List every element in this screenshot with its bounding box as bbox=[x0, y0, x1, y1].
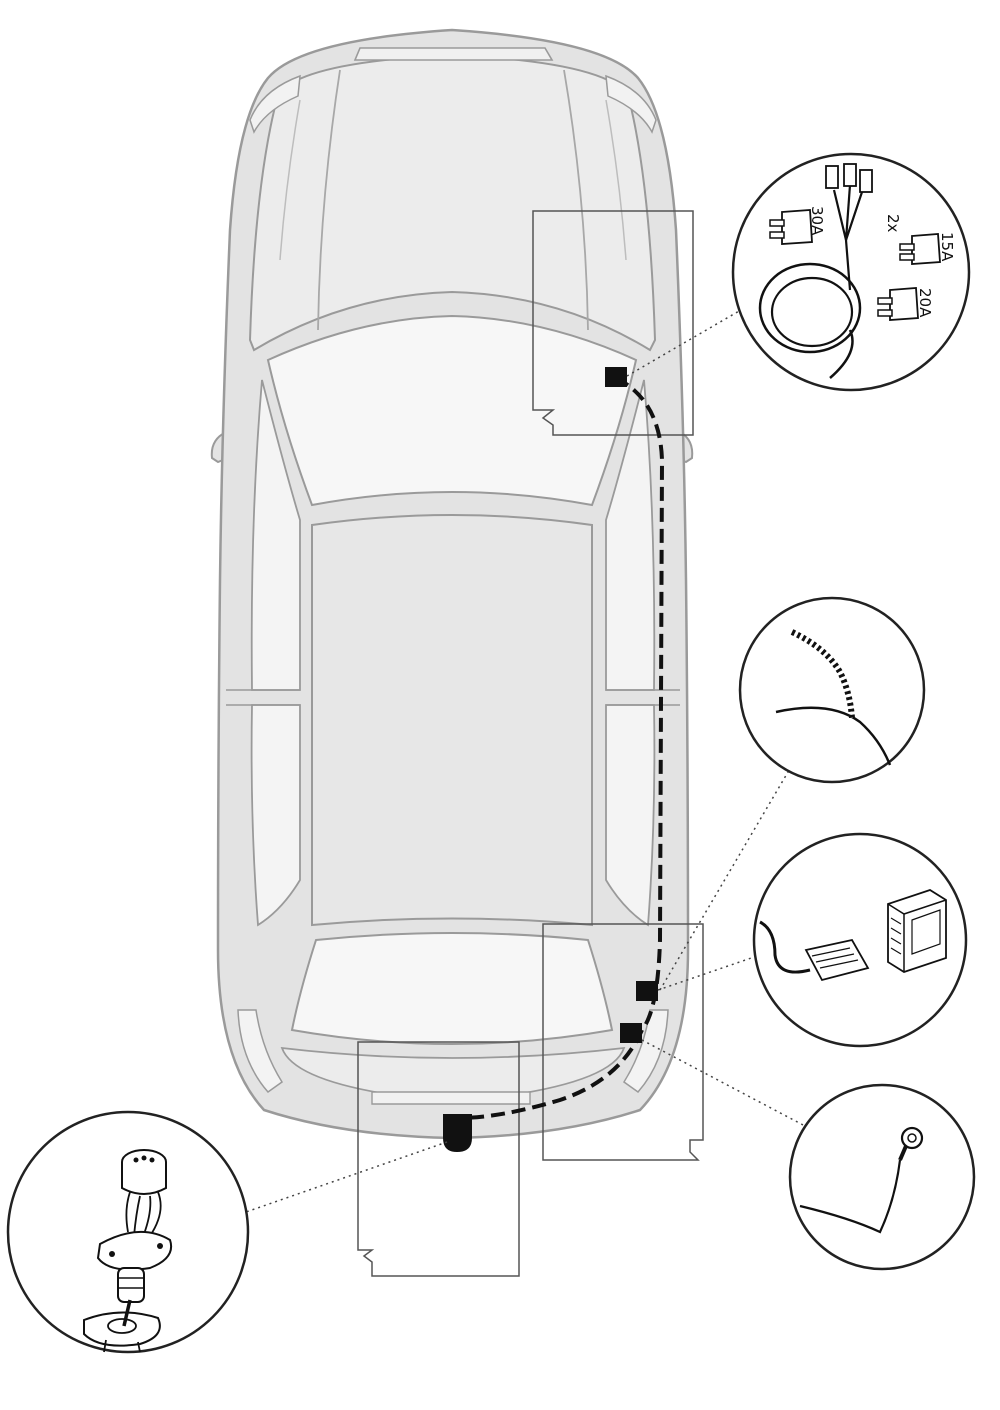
leader-braid bbox=[659, 771, 789, 991]
detail-fuse-set: 30A 2x 15A 20A bbox=[731, 152, 971, 392]
ring-terminal-ground-icon bbox=[799, 1126, 924, 1234]
wire-route bbox=[443, 367, 665, 1152]
leader-ground bbox=[641, 1039, 806, 1127]
connection-point-socket bbox=[443, 1114, 472, 1152]
hood-crease-left bbox=[279, 99, 301, 261]
headlight-right bbox=[605, 74, 657, 134]
rear-window bbox=[290, 932, 614, 1046]
roof bbox=[311, 514, 593, 927]
connection-point-fuses bbox=[605, 367, 627, 387]
callout-box-front bbox=[532, 210, 694, 436]
taillight-left bbox=[237, 1009, 284, 1094]
hood-line-right bbox=[563, 69, 589, 331]
fuse-20a-label: 20A bbox=[916, 288, 934, 318]
right-door-line bbox=[606, 689, 680, 706]
callout-boxes bbox=[357, 210, 704, 1277]
fuse-30a-label: 30A bbox=[808, 206, 826, 236]
car-top-view bbox=[210, 28, 694, 1140]
trunk-lid bbox=[280, 1046, 626, 1103]
tow-socket-icon bbox=[83, 1149, 172, 1353]
fuse-set-with-wire-icon bbox=[758, 163, 941, 379]
right-side-window-rear bbox=[605, 704, 656, 927]
rear-bumper-line bbox=[371, 1091, 531, 1105]
windshield bbox=[266, 314, 638, 507]
connection-point-module bbox=[636, 981, 658, 1001]
detail-cable-wrap bbox=[738, 596, 926, 784]
front-grille-vent bbox=[353, 47, 554, 61]
hood-line-left bbox=[317, 69, 341, 331]
hood-crease-right bbox=[605, 99, 627, 261]
connector-and-control-module-icon bbox=[759, 889, 947, 982]
taillight-right bbox=[622, 1009, 669, 1094]
leader-socket bbox=[245, 1141, 448, 1213]
left-side-window-rear bbox=[250, 704, 301, 927]
detail-tow-socket bbox=[6, 1110, 250, 1354]
detail-ground-terminal bbox=[788, 1083, 976, 1271]
connection-point-ground bbox=[620, 1023, 642, 1043]
leader-fuses bbox=[626, 306, 747, 377]
right-side-window-front bbox=[605, 379, 656, 691]
detail-control-module bbox=[752, 832, 968, 1048]
braided-cable-icon bbox=[775, 629, 892, 766]
leader-lines bbox=[245, 306, 806, 1213]
left-door-line bbox=[226, 689, 300, 706]
callout-box-rear-center bbox=[357, 1041, 520, 1277]
fuse-15a-label: 15A bbox=[938, 232, 956, 262]
fuse-quantity-label: 2x bbox=[884, 214, 902, 233]
left-side-window-front bbox=[250, 379, 301, 691]
callout-box-rear-right bbox=[542, 923, 704, 1161]
headlight-left bbox=[249, 74, 301, 134]
